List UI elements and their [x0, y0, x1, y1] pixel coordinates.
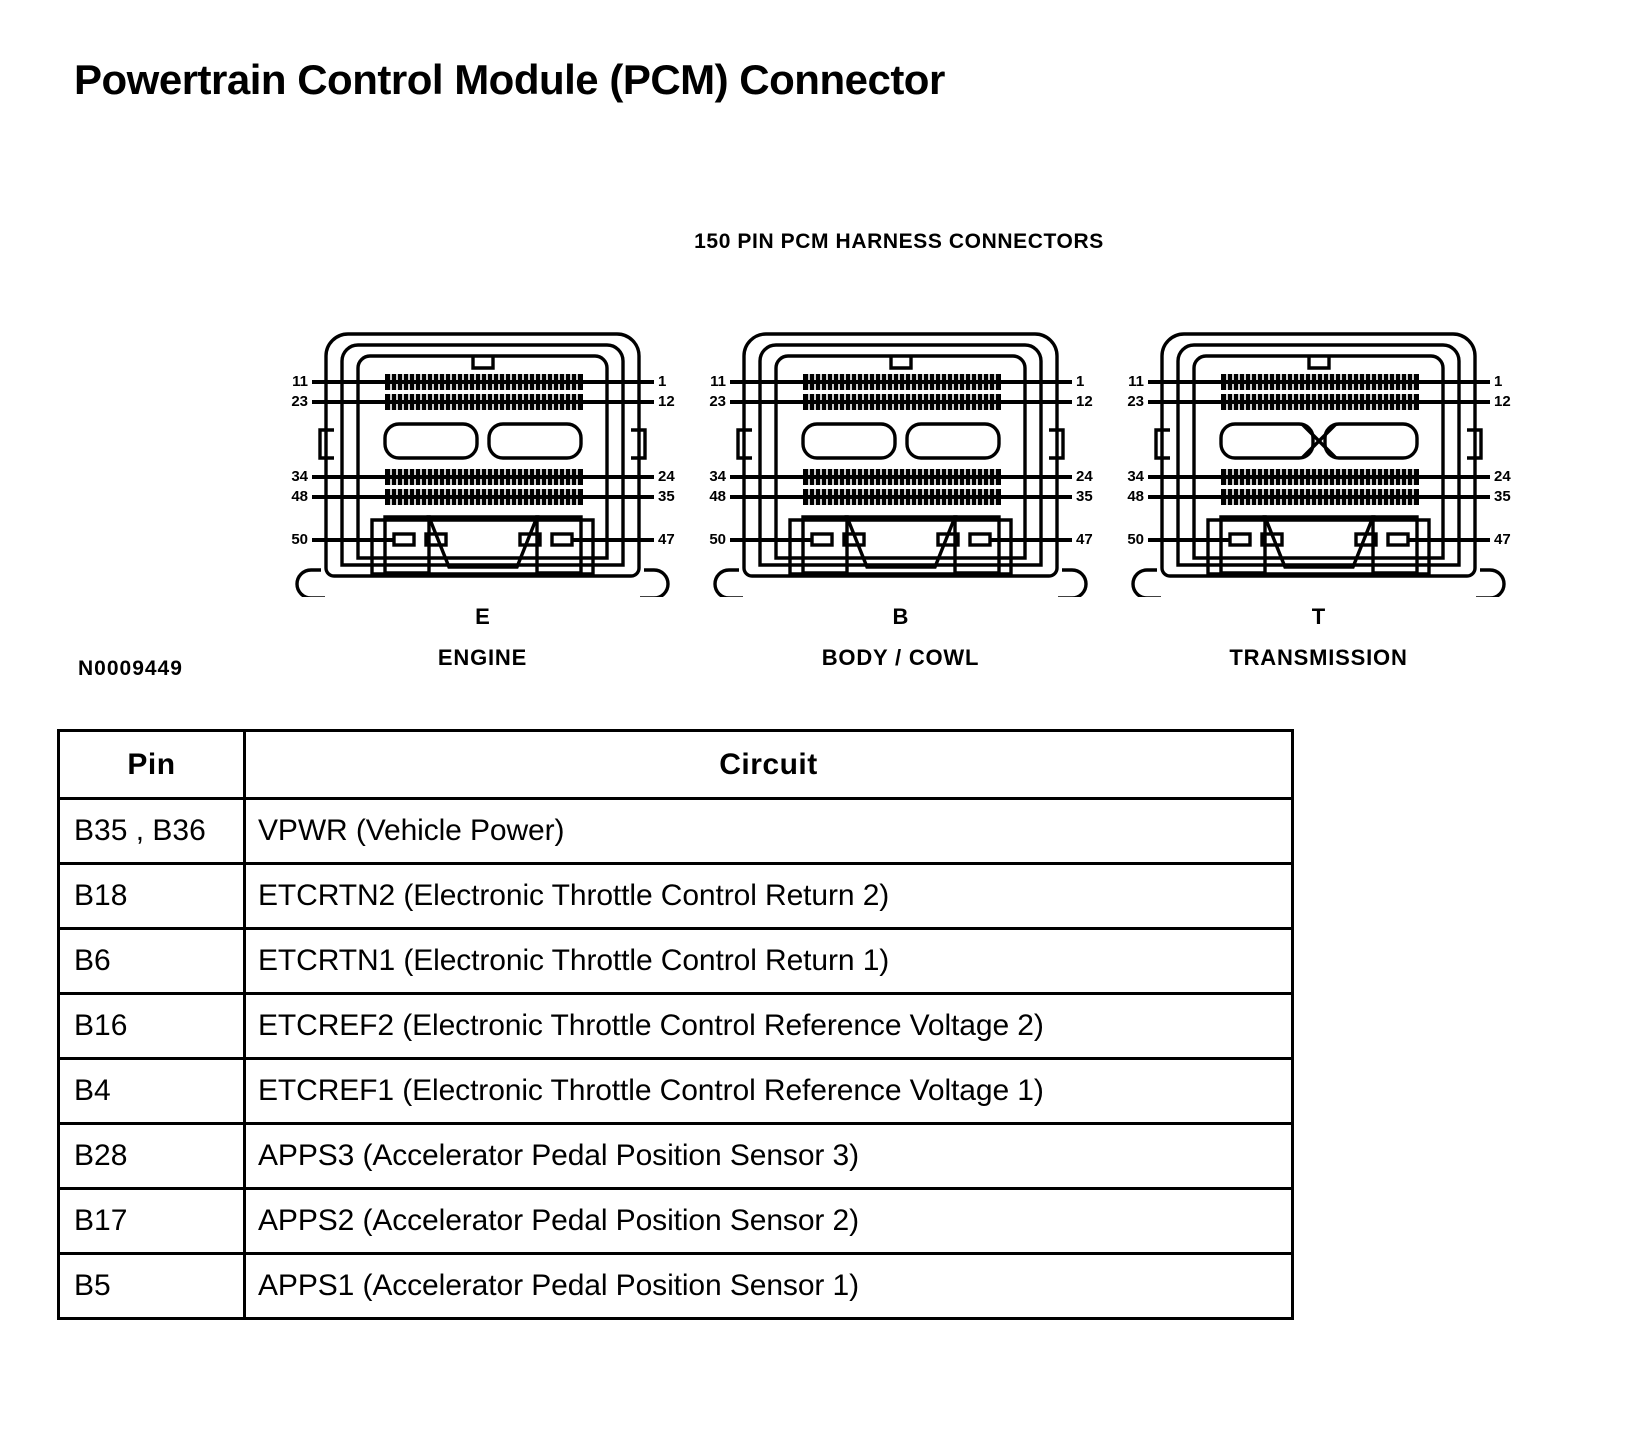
pin-callout-right-12: 12 — [1076, 393, 1093, 410]
cell-pin: B16 — [57, 992, 246, 1060]
cell-circuit: ETCRTN2 (Electronic Throttle Control Ret… — [243, 862, 1294, 930]
pin-callout-left-23: 23 — [291, 393, 308, 410]
connector-name-engine: ENGINE — [437, 645, 528, 670]
cell-circuit: APPS3 (Accelerator Pedal Position Sensor… — [243, 1122, 1294, 1190]
table-header-row: Pin Circuit — [57, 729, 1294, 800]
pin-callout-left-48: 48 — [709, 488, 726, 505]
cell-circuit: APPS1 (Accelerator Pedal Position Sensor… — [243, 1252, 1294, 1320]
pin-callout-right-47: 47 — [658, 531, 675, 548]
pin-callout-right-1: 1 — [658, 373, 666, 390]
pin-callout-right-35: 35 — [1076, 488, 1093, 505]
cell-pin: B4 — [57, 1057, 246, 1125]
cell-pin: B18 — [57, 862, 246, 930]
connector-transmission-drawing: 11 23 34 48 50 1 12 24 35 47 — [1127, 332, 1511, 597]
pin-callout-left-23: 23 — [1127, 393, 1144, 410]
pin-callout-right-24: 24 — [658, 468, 675, 485]
pin-callout-left-50: 50 — [709, 531, 726, 548]
cell-pin: B28 — [57, 1122, 246, 1190]
cell-pin: B17 — [57, 1187, 246, 1255]
cell-circuit: VPWR (Vehicle Power) — [243, 797, 1294, 865]
cell-pin: B5 — [57, 1252, 246, 1320]
pin-callout-left-11: 11 — [1128, 373, 1144, 390]
connector-engine: 11 23 34 48 50 1 12 24 35 47 E ENGINE — [290, 312, 675, 702]
connector-name-transmission: TRANSMISSION — [1229, 645, 1408, 670]
pin-callout-right-12: 12 — [658, 393, 675, 410]
connector-letter-e: E — [475, 604, 490, 629]
pin-callout-right-35: 35 — [1494, 488, 1511, 505]
pin-callout-left-34: 34 — [291, 468, 308, 485]
connector-body-cowl-drawing: 11 23 34 48 50 1 12 24 35 47 — [709, 332, 1093, 597]
connector-body-cowl: 11 23 34 48 50 1 12 24 35 47 B BODY / CO… — [708, 312, 1093, 702]
pin-callout-right-1: 1 — [1494, 373, 1502, 390]
cell-circuit: ETCREF2 (Electronic Throttle Control Ref… — [243, 992, 1294, 1060]
pin-callout-right-12: 12 — [1494, 393, 1511, 410]
cell-circuit: ETCREF1 (Electronic Throttle Control Ref… — [243, 1057, 1294, 1125]
pin-callout-right-35: 35 — [658, 488, 675, 505]
connector-letter-b: B — [892, 604, 909, 629]
connector-engine-drawing: 11 23 34 48 50 1 12 24 35 47 — [291, 332, 675, 597]
connector-transmission: 11 23 34 48 50 1 12 24 35 47 T TRANSMISS… — [1126, 312, 1511, 702]
pin-callout-left-50: 50 — [1127, 531, 1144, 548]
pin-callout-left-34: 34 — [709, 468, 726, 485]
pin-callout-left-23: 23 — [709, 393, 726, 410]
page-title: Powertrain Control Module (PCM) Connecto… — [74, 56, 945, 103]
pin-callout-left-11: 11 — [292, 373, 308, 390]
cell-circuit: APPS2 (Accelerator Pedal Position Sensor… — [243, 1187, 1294, 1255]
pin-callout-left-48: 48 — [1127, 488, 1144, 505]
pin-callout-left-34: 34 — [1127, 468, 1144, 485]
cell-pin: B6 — [57, 927, 246, 995]
figure-caption: 150 PIN PCM HARNESS CONNECTORS — [694, 230, 1104, 253]
connector-group: 11 23 34 48 50 1 12 24 35 47 E ENGINE — [290, 312, 1511, 702]
column-header-circuit: Circuit — [243, 729, 1294, 800]
pin-callout-right-47: 47 — [1076, 531, 1093, 548]
figure-reference-number: N0009449 — [78, 657, 183, 680]
connector-name-body-cowl: BODY / COWL — [821, 645, 980, 670]
pin-callout-left-48: 48 — [291, 488, 308, 505]
pin-callout-right-24: 24 — [1494, 468, 1511, 485]
connector-letter-t: T — [1311, 604, 1326, 629]
cell-circuit: ETCRTN1 (Electronic Throttle Control Ret… — [243, 927, 1294, 995]
pin-callout-left-11: 11 — [710, 373, 726, 390]
connector-figure: 150 PIN PCM HARNESS CONNECTORS N0009449 — [0, 230, 1648, 700]
pin-callout-right-24: 24 — [1076, 468, 1093, 485]
pin-callout-right-47: 47 — [1494, 531, 1511, 548]
cell-pin: B35 , B36 — [57, 797, 246, 865]
column-header-pin: Pin — [57, 729, 246, 800]
pin-callout-left-50: 50 — [291, 531, 308, 548]
pin-callout-right-1: 1 — [1076, 373, 1084, 390]
